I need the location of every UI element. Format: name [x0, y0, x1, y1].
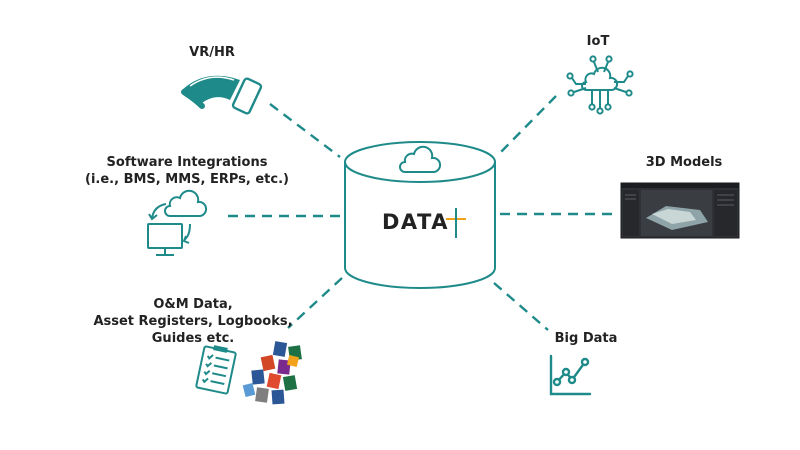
node-label-vr: VR/HR [176, 44, 248, 61]
cloud-sync-monitor-icon [147, 189, 208, 256]
line-chart-icon [549, 354, 592, 396]
vr-headset-icon [181, 75, 240, 109]
connector-iot [497, 95, 557, 156]
phone-icon [231, 77, 263, 115]
node-label-line: Software Integrations [106, 155, 268, 170]
node-label-line: (i.e., BMS, MMS, ERPs, etc.) [85, 172, 289, 187]
brand-plus-mark [446, 208, 466, 238]
checklist-icon [195, 345, 237, 395]
data-cylinder [344, 141, 496, 289]
node-label-big-data: Big Data [545, 330, 627, 347]
node-label-line: 3D Models [645, 155, 723, 170]
node-label-software: Software Integrations (i.e., BMS, MMS, E… [82, 154, 292, 188]
node-label-line: O&M Data, [153, 297, 233, 312]
connector-om [287, 277, 343, 329]
node-label-line: VR/HR [189, 45, 235, 60]
node-label-3d-models: 3D Models [634, 154, 734, 171]
cylinder-cloud-icon [399, 145, 442, 173]
node-label-line: Asset Registers, Logbooks, [93, 314, 293, 329]
node-label-line: Guides etc. [151, 331, 235, 346]
node-label-line: IoT [586, 34, 610, 49]
node-label-line: Big Data [554, 331, 618, 346]
brand-text: DATA [382, 210, 450, 234]
node-label-iot: IoT [578, 33, 618, 50]
data-plus-logo: DATA [382, 210, 462, 234]
connectors [228, 95, 618, 331]
3d-model-screenshot [620, 182, 740, 239]
office-files-icon-cluster [242, 341, 302, 405]
node-label-om-data: O&M Data, Asset Registers, Logbooks, Gui… [86, 296, 300, 347]
connector-bigdata [493, 282, 549, 331]
connector-vr [269, 103, 341, 158]
iot-cloud-network-icon [566, 55, 634, 115]
